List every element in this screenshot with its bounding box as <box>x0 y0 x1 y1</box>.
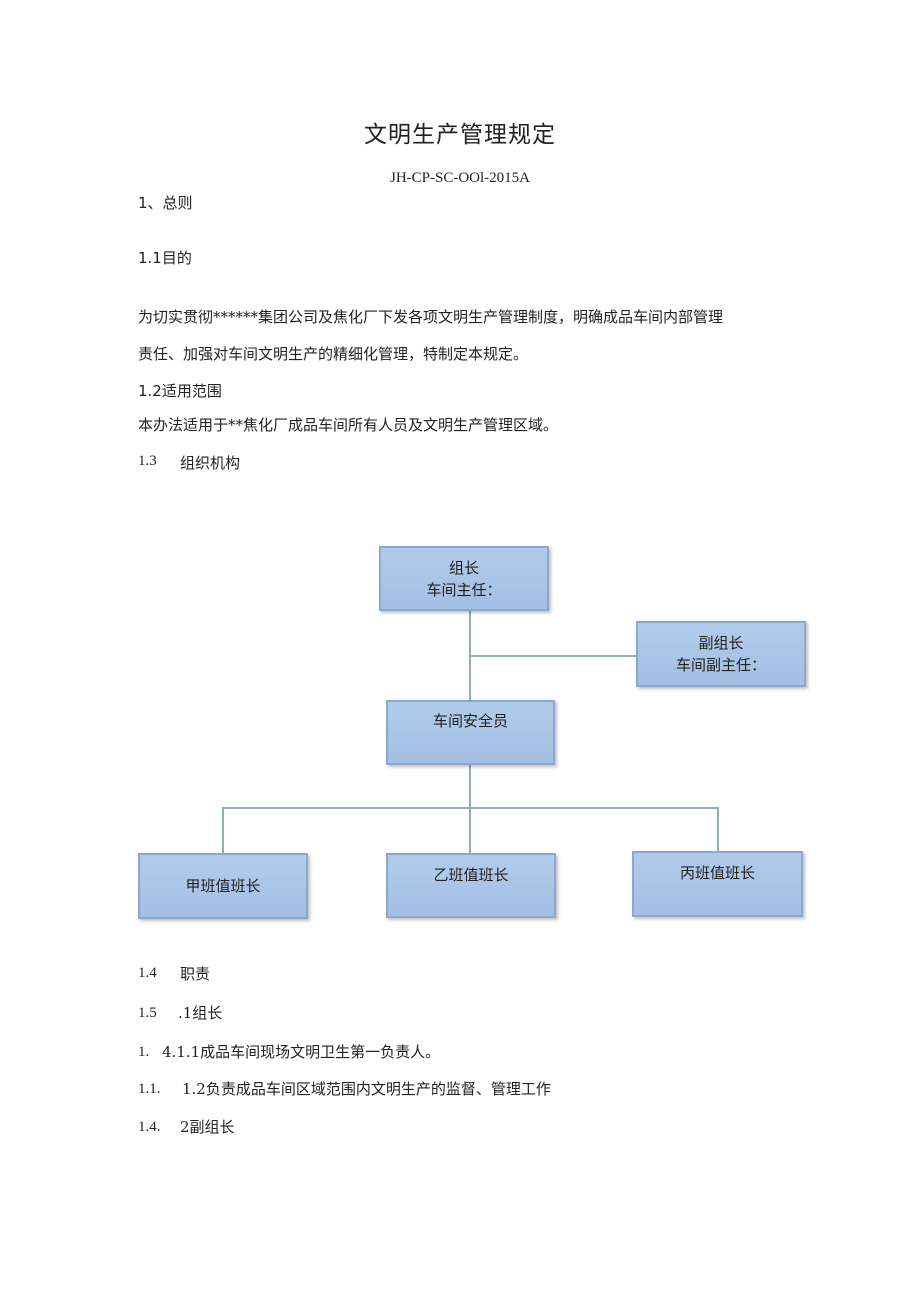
org-box-leader: 组长 车间主任： <box>379 546 549 611</box>
section-1-4-heading: 职责 <box>180 965 211 983</box>
leader-role: 车间主任： <box>426 580 502 599</box>
connector-deputy <box>470 655 638 657</box>
item-1-number: 1. <box>138 1044 150 1060</box>
org-box-shift-c: 丙班值班长 <box>632 851 803 917</box>
item-3-number: 1.4. <box>138 1119 161 1135</box>
page-title: 文明生产管理规定 <box>364 122 556 148</box>
shift-c-leader: 丙班值班长 <box>679 864 755 882</box>
item-2-text: 1.2负责成品车间区域范围内文明生产的监督、管理工作 <box>182 1080 551 1098</box>
safety-officer: 车间安全员 <box>432 712 508 730</box>
item-3-text: 2副组长 <box>180 1118 235 1136</box>
scope-text: 本办法适用于**焦化厂成品车间所有人员及文明生产管理区域。 <box>138 416 559 434</box>
section-1-heading: 1、总则 <box>138 194 193 212</box>
connector-shift-a <box>222 807 224 853</box>
deputy-title: 副组长 <box>698 634 744 652</box>
item-2-number: 1.1. <box>138 1081 161 1097</box>
deputy-role: 车间副主任： <box>675 656 766 674</box>
section-1-1-heading: 1.1目的 <box>138 249 192 267</box>
shift-b-leader: 乙班值班长 <box>433 866 509 884</box>
org-box-shift-a: 甲班值班长 <box>138 853 308 919</box>
purpose-text-line1: 为切实贯彻******集团公司及焦化厂下发各项文明生产管理制度，明确成品车间内部… <box>138 308 724 326</box>
section-1-5-number: 1.5 <box>138 1005 157 1021</box>
section-1-4-number: 1.4 <box>138 965 157 981</box>
section-1-5-heading: .1组长 <box>178 1004 223 1022</box>
shift-a-leader: 甲班值班长 <box>185 877 261 895</box>
org-box-safety: 车间安全员 <box>386 700 555 765</box>
org-box-deputy: 副组长 车间副主任： <box>636 621 806 687</box>
document-number: JH-CP-SC-OOl-2015A <box>389 170 530 186</box>
section-1-2-heading: 1.2适用范围 <box>138 382 222 400</box>
connector-safety-shifts <box>469 764 471 808</box>
org-box-shift-b: 乙班值班长 <box>386 853 556 918</box>
purpose-text-line2: 责任、加强对车间文明生产的精细化管理，特制定本规定。 <box>138 345 529 363</box>
connector-shift-b <box>469 807 471 853</box>
item-1-text: 4.1.1成品车间现场文明卫生第一负责人。 <box>162 1043 441 1061</box>
leader-title: 组长 <box>448 558 479 577</box>
section-1-3-heading: 组织机构 <box>180 454 241 472</box>
connector-shift-c <box>717 807 719 853</box>
section-1-3-number: 1.3 <box>138 453 157 469</box>
